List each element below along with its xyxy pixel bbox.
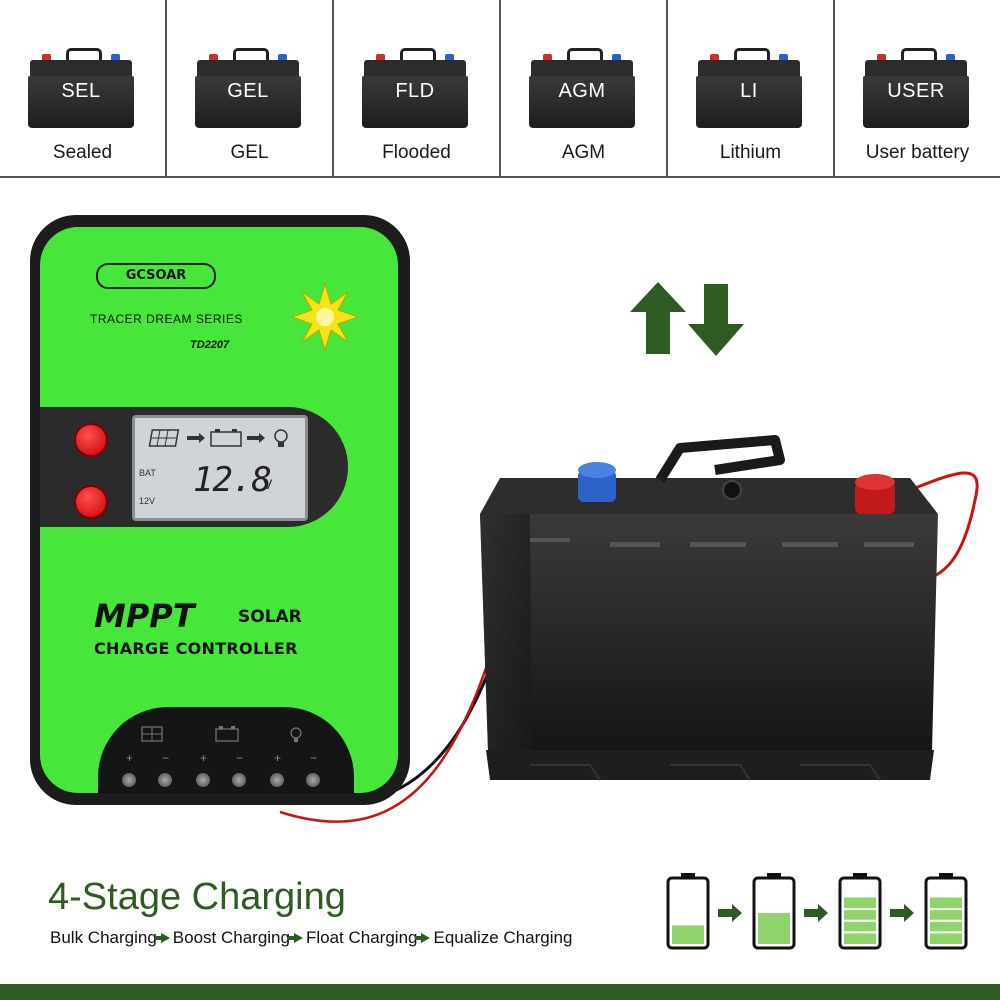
bidirectional-arrows [630, 282, 744, 356]
product-title-solar: SOLAR [238, 607, 302, 627]
battery-icon [215, 726, 239, 742]
charge-controller: GCSOAR TRACER DREAM SERIES TD2207 [30, 215, 410, 805]
lcd-voltage-value: 12.8 [193, 460, 272, 500]
footer-bar [0, 984, 1000, 1000]
terminal-screw [270, 773, 284, 787]
battery-type-label: Lithium [719, 142, 782, 163]
stage-battery-fill [758, 913, 790, 944]
car-battery [480, 435, 938, 781]
battery-type-code: GEL [227, 80, 269, 102]
battery-type-strip: SEL Sealed GEL GEL FLD Flooded AGM AGM L [0, 0, 1000, 178]
stage-battery-fill [672, 925, 704, 944]
stage-equalize: Equalize Charging [433, 928, 573, 947]
battery-type-code: USER [887, 80, 945, 102]
terminal-block: +− +− +− [98, 707, 354, 793]
right-arrow-icon [718, 904, 742, 922]
battery-type-label: User battery [865, 142, 970, 163]
battery-type-user: USER User battery [835, 0, 1000, 176]
battery-icon: SEL [28, 48, 134, 128]
down-arrow-icon [688, 284, 744, 356]
battery-type-label: Flooded [382, 142, 451, 163]
model-label: TD2207 [190, 339, 230, 351]
battery-type-code: LI [740, 80, 758, 102]
battery-icon: LI [696, 48, 802, 128]
lcd-flow-icons [148, 429, 288, 447]
right-arrow-icon [287, 933, 303, 943]
stage-battery-icon [838, 873, 882, 950]
lcd-screen: BAT 12V 12.8 V [132, 415, 308, 521]
battery-icon: USER [863, 48, 969, 128]
lcd-bat-label: BAT [139, 468, 156, 478]
right-arrow-icon [890, 904, 914, 922]
up-arrow-icon [630, 282, 686, 354]
battery-type-gel: GEL GEL [167, 0, 334, 176]
terminal-screw [232, 773, 246, 787]
battery-type-sealed: SEL Sealed [0, 0, 167, 176]
positive-terminal-icon [855, 474, 895, 514]
charging-stage-icons [666, 873, 968, 950]
menu-button[interactable] [74, 423, 108, 457]
sun-icon [290, 282, 360, 352]
series-label: TRACER DREAM SERIES [90, 312, 243, 326]
battery-type-code: FLD [395, 80, 435, 102]
stage-boost: Boost Charging [172, 928, 290, 947]
product-title: MPPT [94, 597, 195, 635]
solar-panel-icon [148, 429, 180, 447]
stage-bulk: Bulk Charging [50, 928, 157, 947]
terminal-screw [306, 773, 320, 787]
stage-battery-icon [924, 873, 968, 950]
right-arrow-icon [415, 933, 431, 943]
terminal-screw [122, 773, 136, 787]
stage-battery-icon [752, 873, 796, 950]
battery-type-label: Sealed [52, 142, 113, 163]
product-subtitle: CHARGE CONTROLLER [94, 639, 298, 658]
battery-type-code: AGM [558, 80, 606, 102]
stage-battery-icon [666, 873, 710, 950]
terminal-screw [158, 773, 172, 787]
brand-logo: GCSOAR [96, 263, 216, 289]
charging-title: 4-Stage Charging [48, 876, 346, 918]
battery-icon: FLD [362, 48, 468, 128]
battery-icon: GEL [195, 48, 301, 128]
battery-type-lithium: LI Lithium [668, 0, 835, 176]
terminal-screw [196, 773, 210, 787]
battery-type-code: SEL [61, 80, 101, 102]
stage-float: Float Charging [305, 928, 418, 947]
right-arrow-icon [804, 904, 828, 922]
lightbulb-icon [290, 727, 302, 742]
battery-type-flooded: FLD Flooded [334, 0, 501, 176]
battery-icon: AGM [529, 48, 635, 128]
right-arrow-icon [154, 933, 170, 943]
charging-stage-list: Bulk Charging Boost Charging Float Charg… [50, 928, 572, 948]
terminal-icons [141, 726, 302, 742]
lightbulb-icon [274, 429, 288, 447]
lcd-system-voltage: 12V [139, 496, 156, 506]
lcd-voltage-unit: V [263, 476, 273, 492]
battery-type-label: GEL [230, 142, 269, 163]
battery-type-label: AGM [561, 142, 606, 163]
battery-type-agm: AGM AGM [501, 0, 668, 176]
enter-button[interactable] [74, 485, 108, 519]
battery-icon [210, 429, 242, 447]
negative-terminal-icon [578, 462, 616, 502]
controller-face: GCSOAR TRACER DREAM SERIES TD2207 [40, 227, 398, 793]
solar-panel-icon [141, 726, 163, 742]
